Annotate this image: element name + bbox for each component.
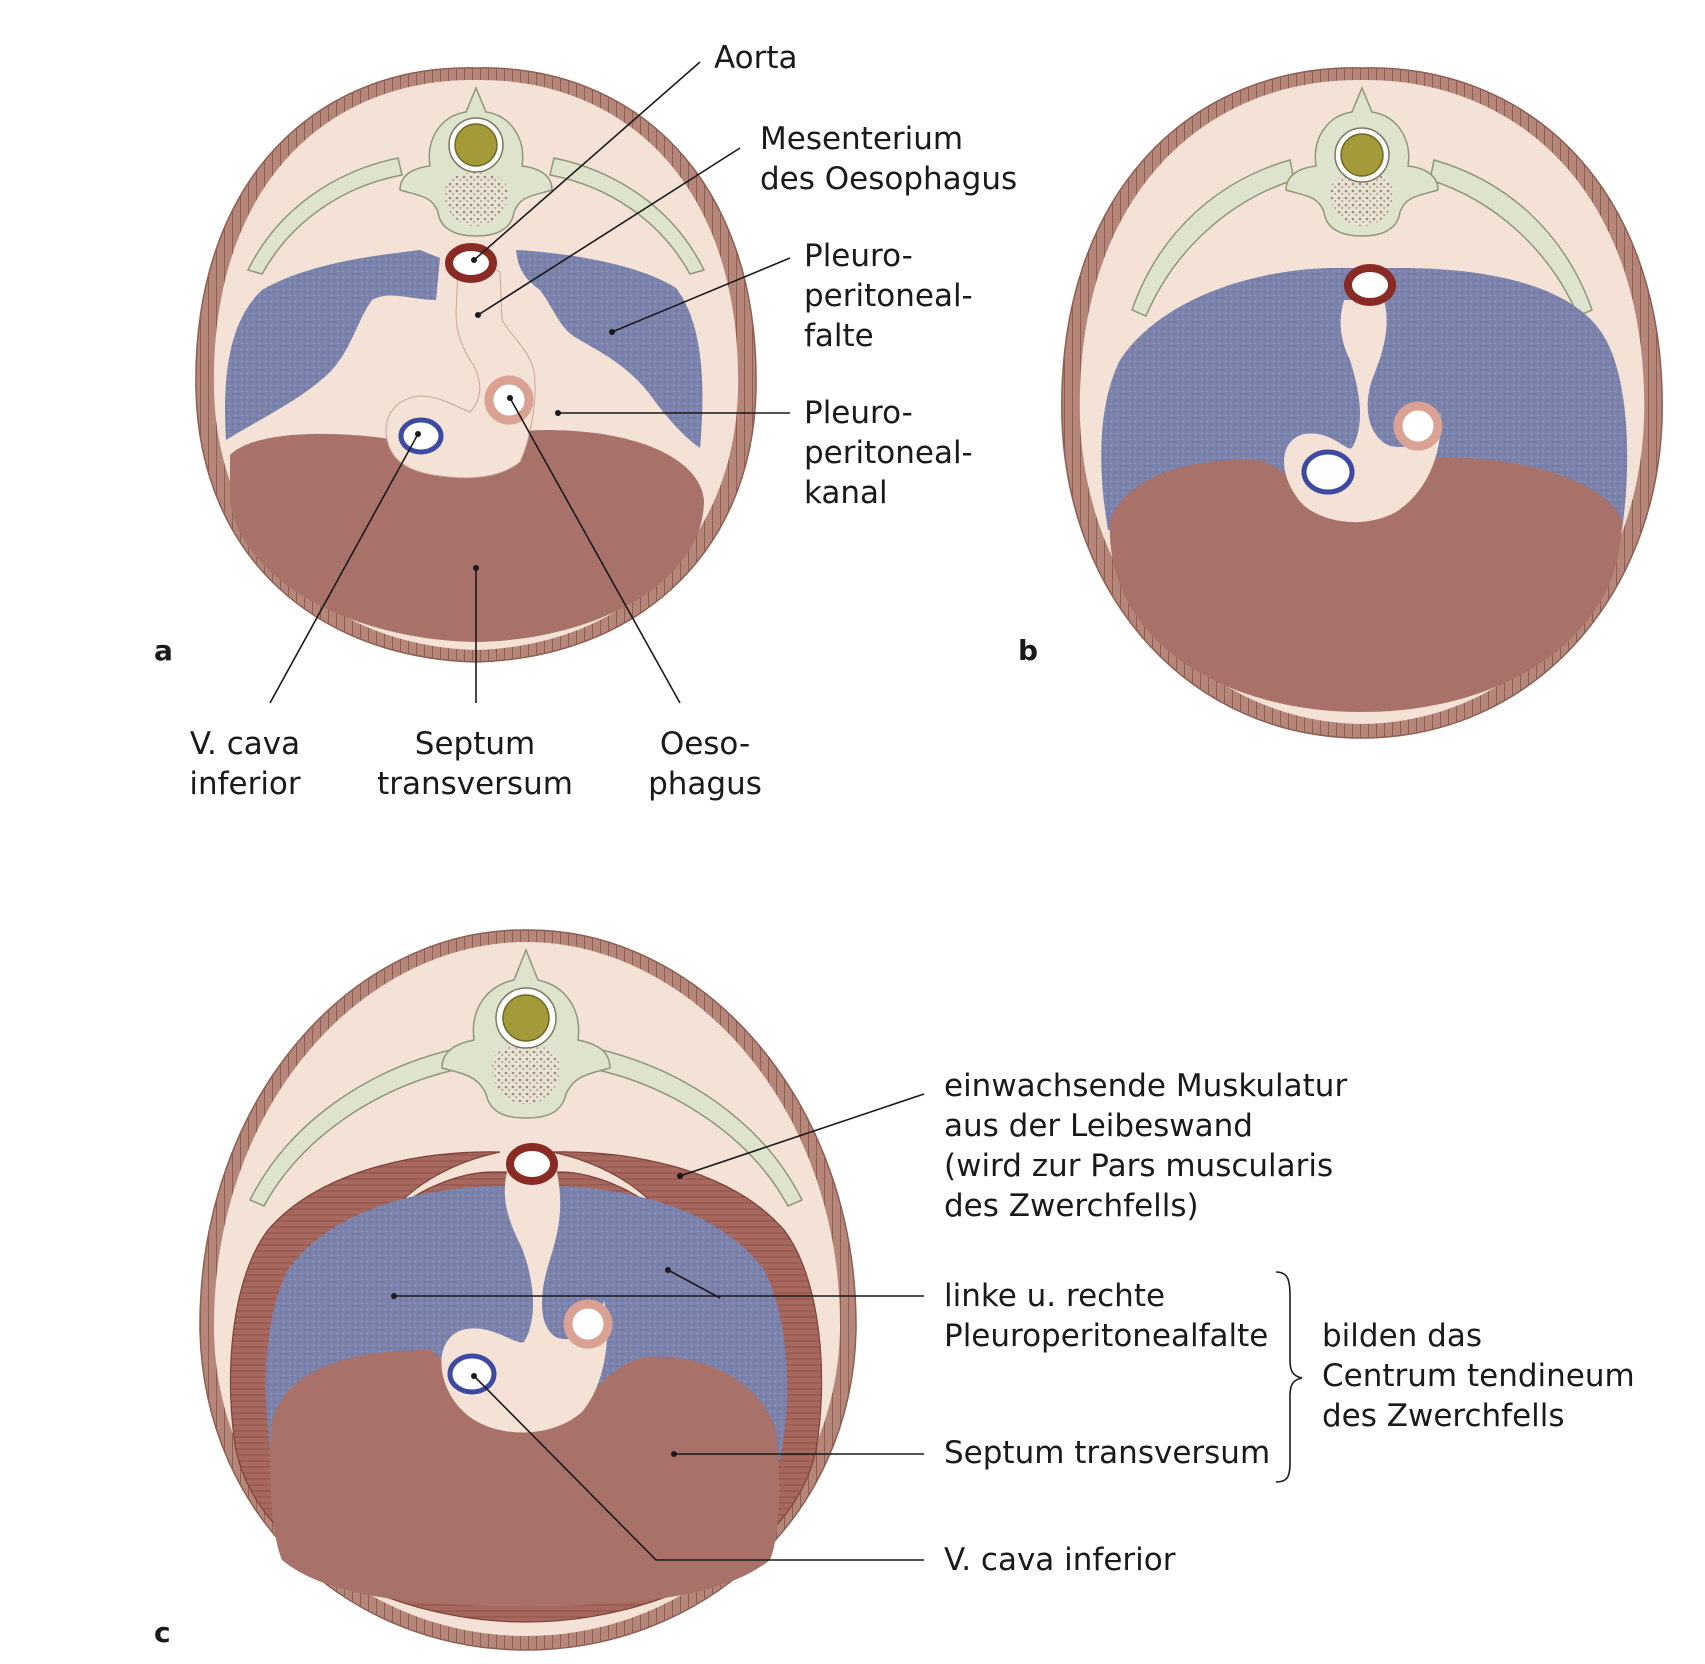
panel-b-oesophagus [1393,401,1443,451]
panel-b-vena-cava [1301,449,1355,495]
panel-a-vcava-label-2: inferior [189,766,301,802]
panel-c-cross-section: einwachsende Muskulatur aus der Leibeswa… [154,929,1635,1651]
panel-a-aorta-label: Aorta [714,40,798,76]
panel-a-right-rib [549,157,706,275]
panel-b-aorta [1344,264,1396,306]
panel-c-bracket [1275,1271,1303,1483]
panel-a-mesentery-label-2: des Oesophagus [760,161,1017,197]
panel-a-fold-label-3: falte [804,318,874,354]
panel-a-right-pleuroperitoneal-fold [516,250,703,448]
panel-a-aorta-leader [473,61,701,261]
panel-c-letter: c [154,1616,171,1649]
panel-c-right-rib [597,1049,804,1207]
panel-a-left-pleuroperitoneal-fold [225,250,440,440]
panel-a-canal-label-1: Pleuro- [804,395,913,431]
panel-a-vcava-leader [269,433,419,704]
panel-a-cross-section: Aorta Mesenterium des Oesophagus Pleuro-… [154,40,1017,802]
panel-a-oesophagus-label-2: phagus [648,766,762,802]
panel-b-vertebral-body [1330,172,1394,226]
panel-c-bracket-label-3: des Zwerchfells [1322,1398,1565,1434]
panel-c-septum-label: Septum transversum [944,1435,1270,1471]
panel-c-fold-label-2: Pleuroperitonealfalte [944,1318,1268,1354]
panel-a-fold-label-2: peritoneal- [804,278,973,314]
panel-a-septum-transversum [230,430,704,642]
panel-c-spinal-cord [502,994,550,1042]
panel-c-bracket-label-2: Centrum tendineum [1322,1358,1635,1394]
panel-a-left-rib [246,157,403,275]
panel-c-muscle-leader-2 [667,1269,721,1299]
panel-a-vcava-label-1: V. cava [190,726,300,762]
panel-a-canal-label-3: kanal [804,475,888,511]
panel-a-vertebral-body [444,172,508,226]
panel-c-vcava-leader [473,1375,924,1561]
panel-a-vena-cava [398,417,444,455]
panel-a-canal-label-2: peritoneal- [804,435,973,471]
panel-c-muscle-label-2: aus der Leibeswand [944,1108,1253,1144]
panel-b-right-rib [1429,159,1593,317]
panel-c-muscle-label-3: (wird zur Pars muscularis [944,1148,1333,1184]
panel-a-septum-label-1: Septum [415,726,535,762]
panel-c-muscle-label-1: einwachsende Muskulatur [944,1068,1347,1104]
panel-c-left-rib [248,1049,455,1207]
panel-a-letter: a [154,634,173,667]
panel-c-bracket-label-1: bilden das [1322,1318,1482,1354]
panel-b-spinal-cord [1340,133,1384,177]
panel-c-fold-label-1: linke u. rechte [944,1278,1165,1314]
panel-a-fold-label-1: Pleuro- [804,238,913,274]
panel-a-mesentery-leader [477,147,741,316]
panel-c-vertebral-body [492,1044,560,1104]
panel-a-oesophagus-label-1: Oeso- [660,726,750,762]
panel-a-septum-label-2: transversum [377,766,573,802]
panel-c-oesophagus [563,1299,613,1349]
panel-b-cross-section: b [1018,67,1663,739]
panel-b-letter: b [1018,634,1038,667]
panel-a-spinal-cord [454,123,498,167]
panel-c-aorta [506,1143,558,1185]
panel-a-oesophagus-leader [509,397,681,704]
panel-c-vcava-label: V. cava inferior [944,1542,1176,1578]
panel-b-left-rib [1131,159,1295,317]
panel-c-septum-transversum [270,1350,780,1606]
panel-a-mesentery-label-1: Mesenterium [760,121,963,157]
panel-b-septum-transversum [1109,457,1622,712]
panel-a-fold-leader [611,257,791,333]
panel-a-aorta [445,243,497,283]
panel-c-muscle-label-4: des Zwerchfells) [944,1188,1199,1224]
panel-c-muscle-leader [679,1093,925,1177]
